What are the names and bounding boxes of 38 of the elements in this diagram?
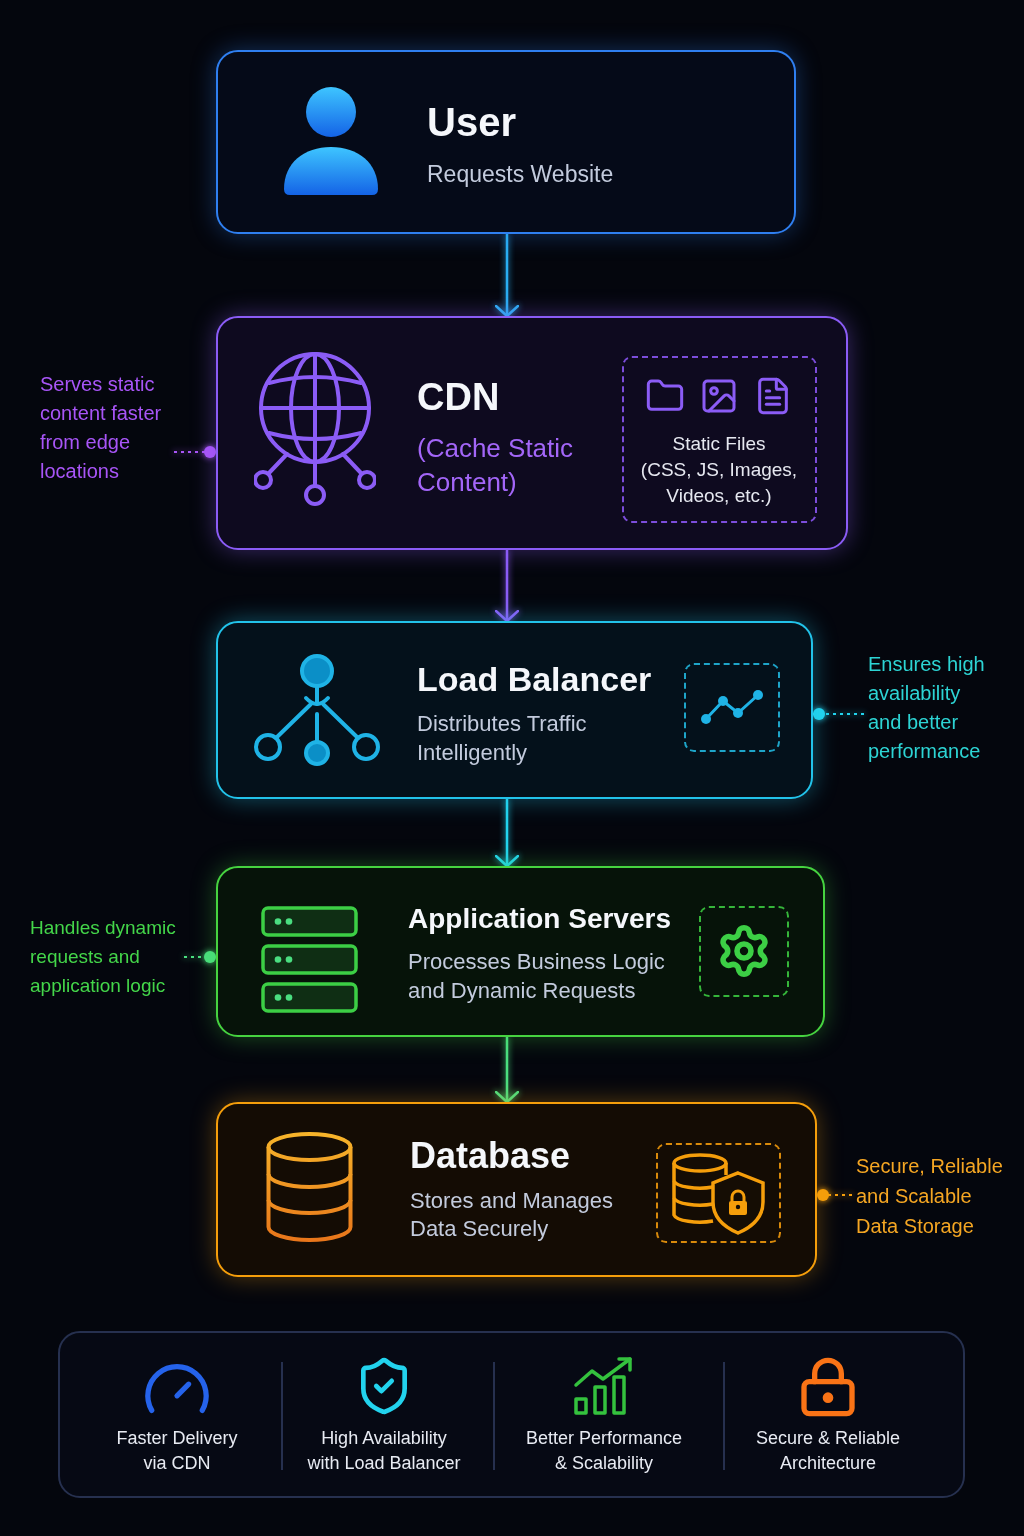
feature-label: High Availability with Load Balancer xyxy=(306,1427,462,1475)
arrow xyxy=(494,550,520,623)
arrow xyxy=(494,234,520,318)
feature-label: Better Performance & Scalability xyxy=(524,1427,684,1475)
annotation-text: Serves static content faster from edge locations xyxy=(40,370,170,486)
dotted-dot-ended-connector xyxy=(812,708,865,720)
card-subtitle: Stores and Manages Data Securely xyxy=(410,1187,615,1243)
card-subtitle: (Cache Static Content) xyxy=(417,432,575,499)
stage-card xyxy=(216,1102,817,1277)
stage-card xyxy=(216,316,848,550)
dashed-frame xyxy=(655,1142,781,1243)
card-subtitle: Processes Business Logic and Dynamic Requests xyxy=(408,948,666,1005)
stage-card xyxy=(216,50,796,234)
card-title: User xyxy=(427,99,516,146)
card-title: CDN xyxy=(417,375,500,420)
card-subtitle: Requests Website xyxy=(427,160,615,189)
dotted-dot-ended-connector xyxy=(173,446,217,458)
dashed-frame xyxy=(698,905,789,997)
annotation-text: Handles dynamic requests and application logic xyxy=(30,913,180,1000)
stage-card xyxy=(216,866,825,1037)
dashed-frame xyxy=(683,662,780,752)
dotted-dot-ended-connector xyxy=(183,951,217,963)
card-title: Load Balancer xyxy=(417,659,652,700)
annotation-text: Ensures high availability and better performance xyxy=(868,650,993,766)
dashed-frame xyxy=(621,355,817,523)
summary-panel xyxy=(58,1331,965,1498)
card-title: Application Servers xyxy=(408,902,671,936)
feature-label: Secure & Reliable Architecture xyxy=(754,1427,902,1475)
card-title: Database xyxy=(410,1134,571,1178)
card-subtitle: Distributes Traffic Intelligently xyxy=(417,710,588,767)
frame-caption: (CSS, JS, Images, Videos, etc.) xyxy=(639,457,799,508)
stage-card xyxy=(216,621,813,799)
dotted-dot-ended-connector xyxy=(816,1189,853,1201)
frame-title: Static Files xyxy=(672,431,766,456)
arrow xyxy=(494,799,520,868)
arrow xyxy=(494,1037,520,1104)
feature-label: Faster Delivery via CDN xyxy=(115,1427,239,1475)
annotation-text: Secure, Reliable and Scalable Data Storage xyxy=(856,1151,1014,1241)
